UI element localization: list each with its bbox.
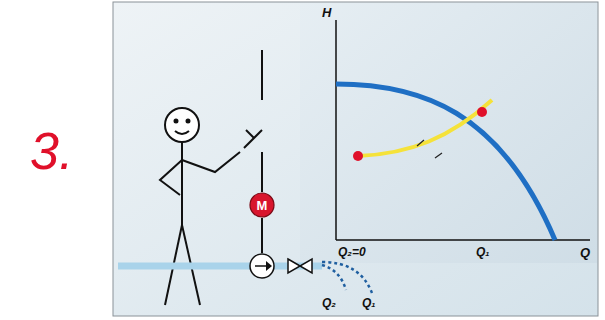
pump-symbol bbox=[250, 254, 274, 278]
frame bbox=[113, 2, 598, 316]
chart-panel bbox=[300, 3, 597, 263]
motor-letter: M bbox=[257, 199, 268, 212]
pump-curve bbox=[336, 84, 555, 240]
outflow-q1 bbox=[322, 262, 372, 293]
switch-symbol bbox=[244, 50, 262, 192]
system-curve bbox=[358, 100, 492, 156]
axis-label: Q bbox=[580, 246, 590, 259]
operating-point bbox=[353, 151, 363, 161]
operating-point bbox=[477, 107, 487, 117]
motor-disc bbox=[250, 193, 274, 217]
q-axis bbox=[336, 239, 590, 241]
axis-label: Q₂ bbox=[322, 297, 336, 309]
h-axis bbox=[335, 20, 337, 240]
direction-tick bbox=[417, 140, 424, 146]
axis-label: Q₂=0 bbox=[338, 246, 366, 258]
figure-number: 3. bbox=[30, 125, 73, 177]
shaft bbox=[261, 218, 263, 253]
axis-label: H bbox=[322, 6, 331, 19]
outflow-q2 bbox=[322, 265, 346, 290]
axis-label: Q₁ bbox=[476, 246, 490, 258]
valve-symbol bbox=[288, 259, 312, 273]
motor-circle: M bbox=[249, 192, 275, 218]
operator-figure bbox=[160, 108, 240, 305]
axis-label: Q₁ bbox=[362, 297, 376, 309]
direction-tick bbox=[435, 153, 442, 158]
